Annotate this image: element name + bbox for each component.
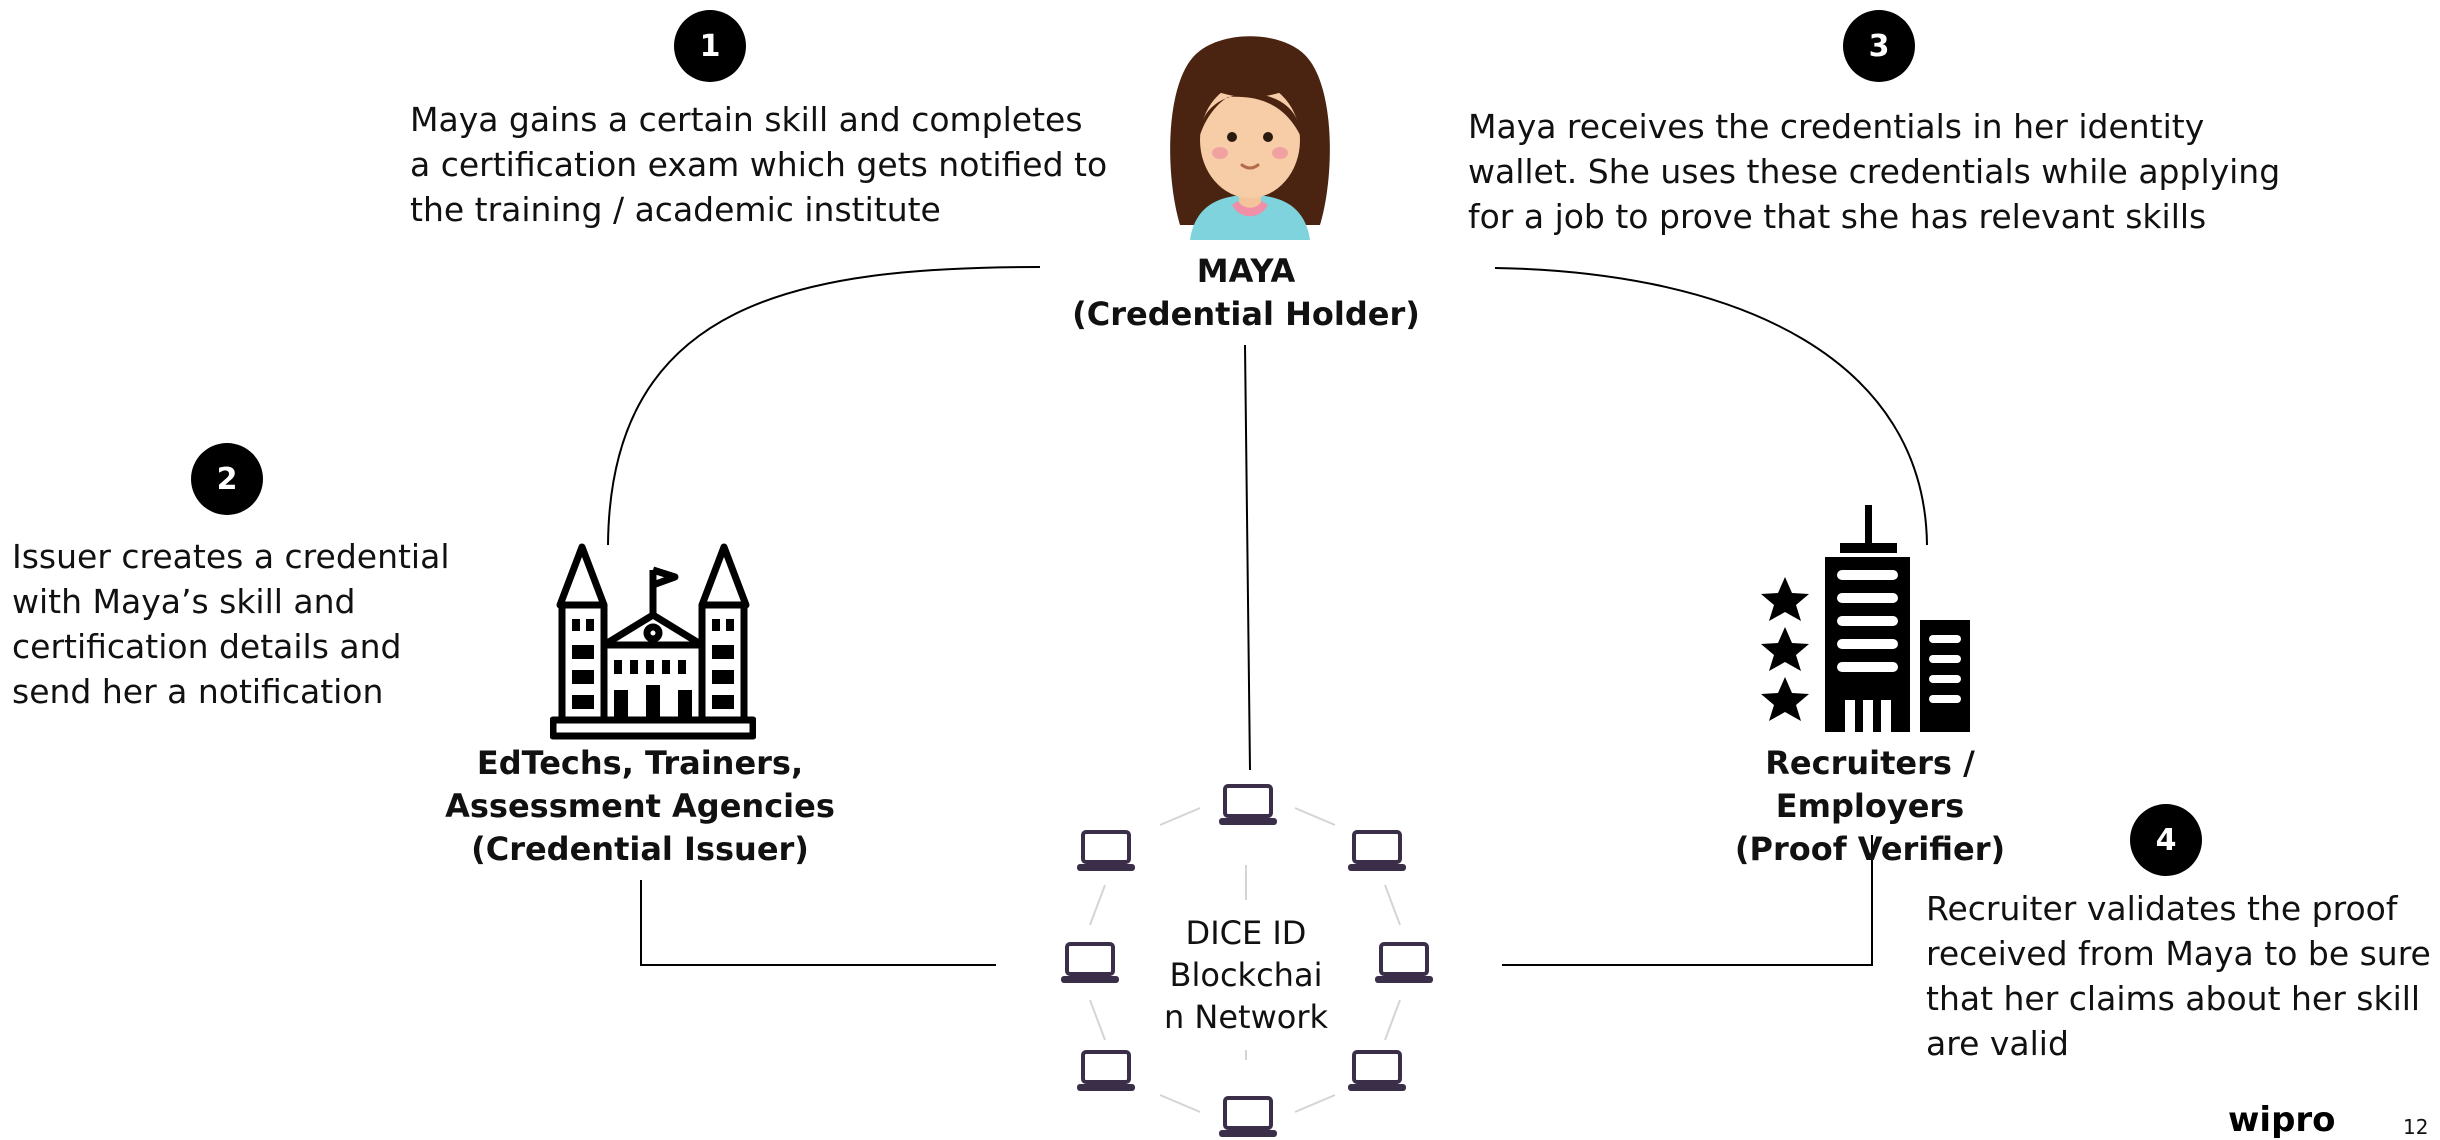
verifier-network-connector <box>1502 835 1873 966</box>
step-2-badge: 2 <box>191 443 263 515</box>
holder-verifier-connector <box>1494 267 1928 546</box>
network-label: DICE ID Blockchai n Network <box>1163 914 1329 1036</box>
issuer-network-connector <box>640 880 996 966</box>
laptop-icon <box>1219 1096 1277 1137</box>
step-4-badge: 4 <box>2130 804 2202 876</box>
page-number: 12 <box>2403 1115 2429 1139</box>
step-3-badge: 3 <box>1843 10 1915 82</box>
laptop-icon <box>1375 942 1433 983</box>
network-links <box>1089 807 1401 1113</box>
laptop-icon <box>1219 784 1277 825</box>
laptop-icon <box>1061 942 1119 983</box>
step-1-badge: 1 <box>674 10 746 82</box>
holder-label: MAYA (Credential Holder) <box>1072 252 1420 333</box>
office-building-stars-icon <box>1761 505 1970 732</box>
step-2-description: Issuer creates a credential with Maya’s … <box>12 537 450 711</box>
issuer-label: EdTechs, Trainers, Assessment Agencies (… <box>445 744 835 868</box>
laptop-icon <box>1348 830 1406 871</box>
laptop-icon <box>1077 830 1135 871</box>
step-3-description: Maya receives the credentials in her ide… <box>1468 107 2281 236</box>
brand-logo: wipro <box>2228 1100 2336 1140</box>
university-building-icon <box>550 543 756 740</box>
step-1-description: Maya gains a certain skill and completes… <box>410 100 1108 229</box>
holder-issuer-connector <box>607 266 1041 546</box>
woman-avatar-icon <box>1170 36 1330 240</box>
laptop-icon <box>1077 1050 1135 1091</box>
holder-network-connector <box>1244 344 1251 771</box>
verifier-label: Recruiters / Employers (Proof Verifier) <box>1734 744 2006 868</box>
laptop-icon <box>1348 1050 1406 1091</box>
step-4-description: Recruiter validates the proof received f… <box>1926 889 2431 1063</box>
